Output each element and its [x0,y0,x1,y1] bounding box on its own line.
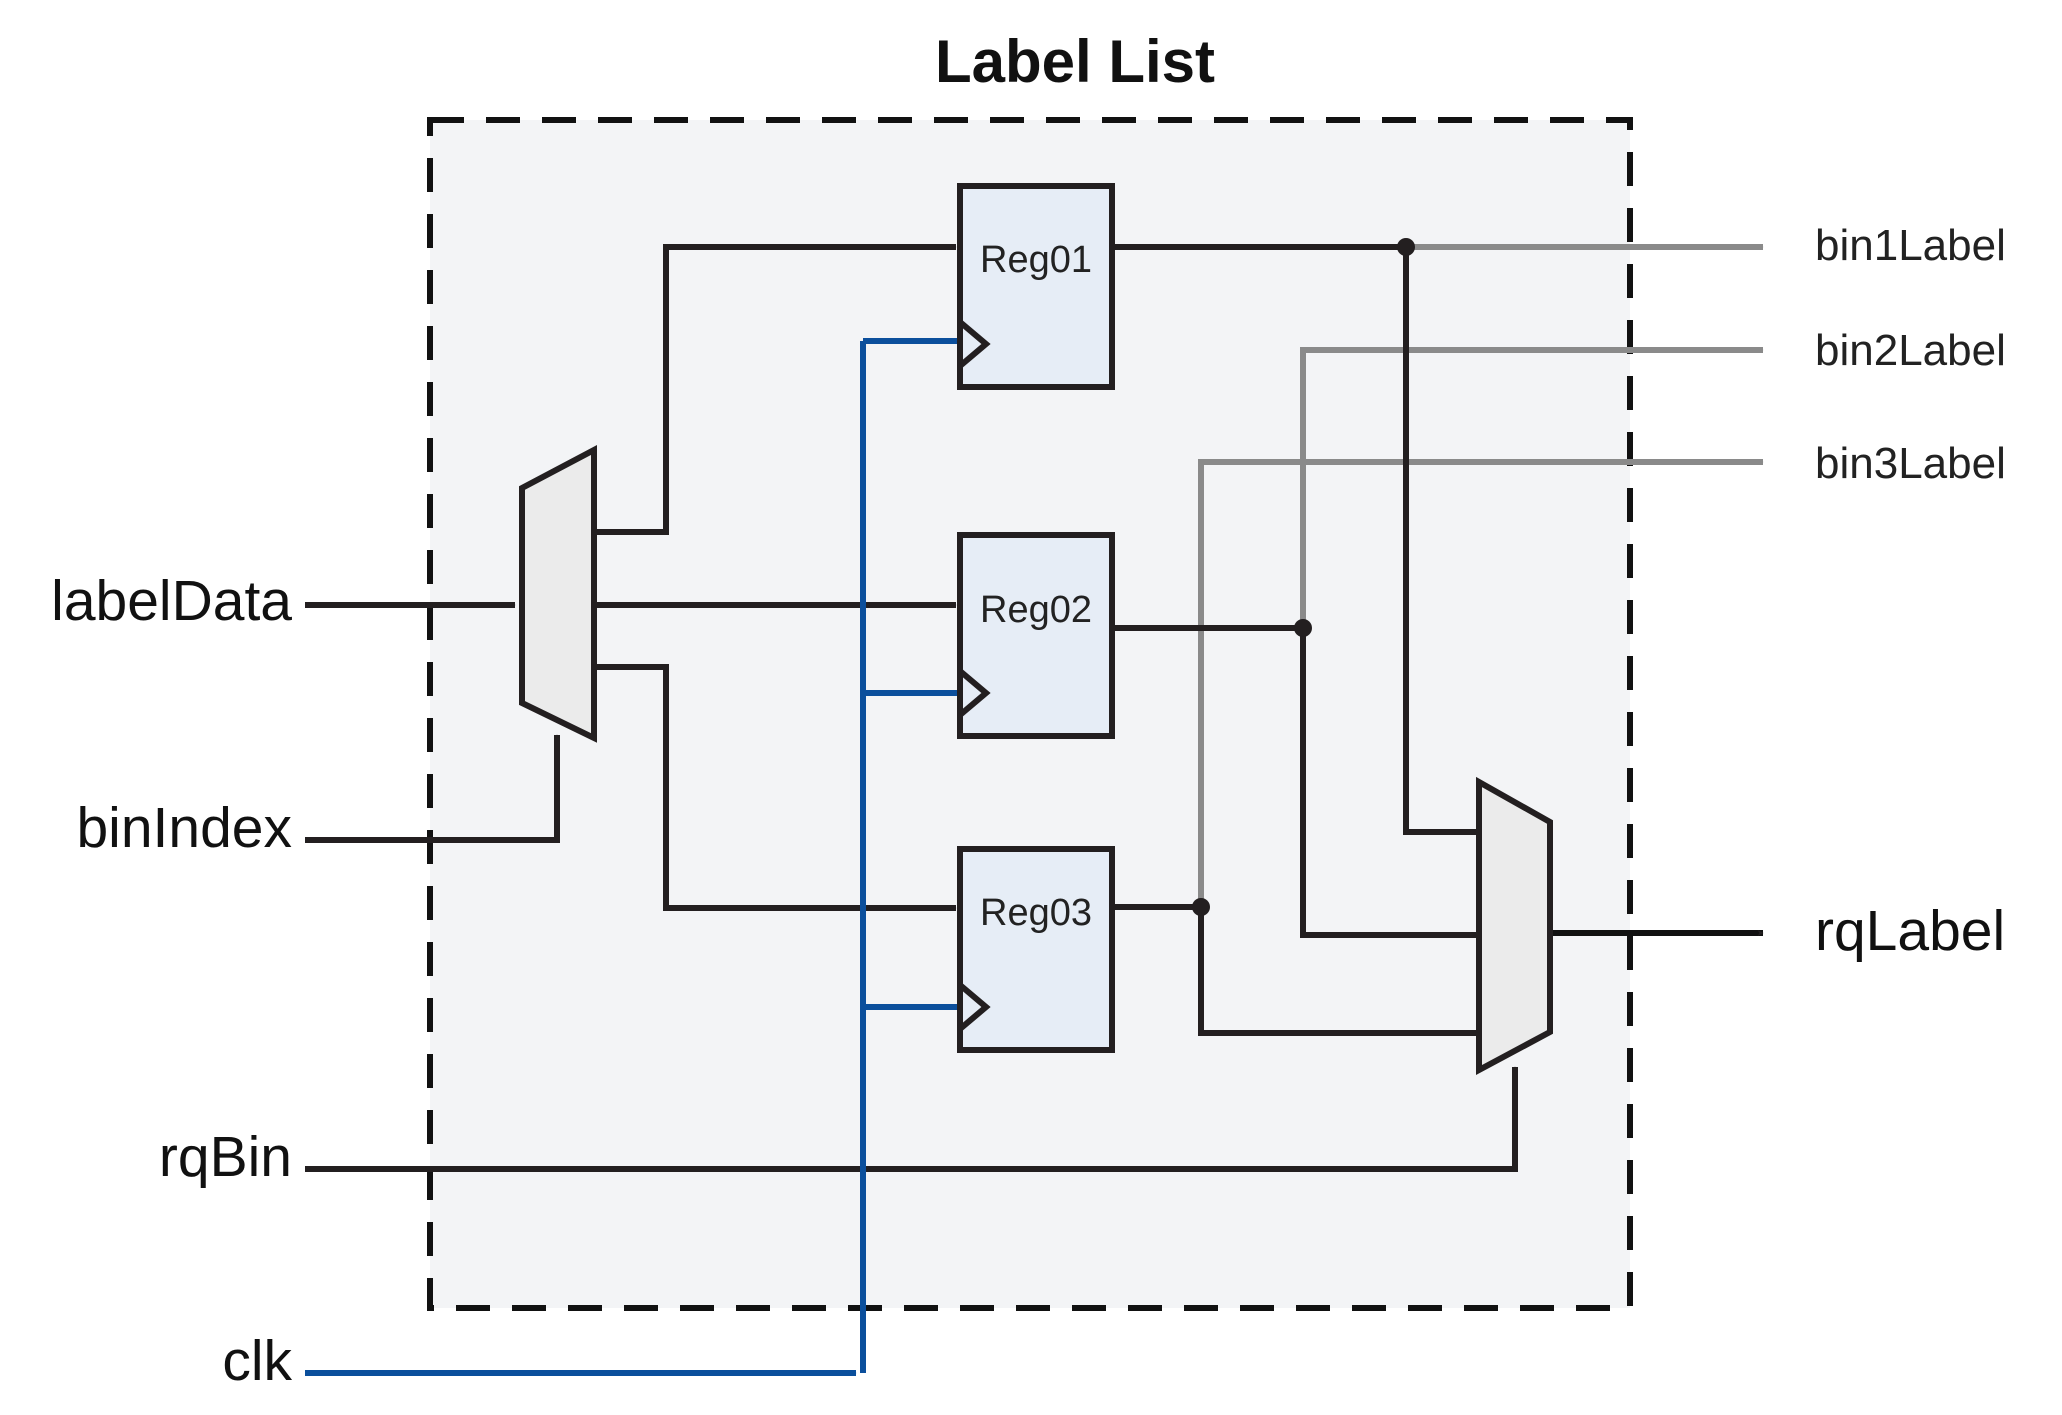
clk-input-label: clk [222,1329,292,1393]
demux-output-wires [594,244,957,911]
clock-network [305,338,960,1376]
output-mux [1476,776,1553,1076]
register-reg01: Reg01 [957,183,1115,390]
reg02-to-mux-wire [1300,628,1478,938]
reg01-to-mux-wire [1403,247,1478,835]
bin3-label-output-label: bin3Label [1815,439,2006,488]
reg02-clock-triangle-icon [958,668,991,718]
bin2-label-wire [1300,347,1764,628]
reg02-junction-dot [1294,619,1312,637]
bypass-wires [1198,244,1764,907]
reg01-clock-triangle-icon [958,319,991,369]
bin3-label-wire [1198,459,1764,907]
demux-to-reg01-wire [594,244,957,535]
register-reg02: Reg02 [957,532,1115,739]
reg03-box [957,846,1115,1053]
reg01-junction-dot [1397,238,1415,256]
bin-index-wire [305,734,560,843]
reg01-box [957,183,1115,390]
diagram-title: Label List [935,28,1215,95]
reg03-to-mux-wire [1198,907,1478,1036]
input-demux [519,445,597,743]
reg03-clock-triangle-icon [958,982,991,1032]
bin2-label-output-label: bin2Label [1815,326,2006,375]
bin1-label-output-label: bin1Label [1815,221,2006,270]
rq-bin-wire [305,1066,1518,1172]
reg03-label: Reg03 [980,892,1092,934]
reg03-junction-dot [1192,898,1210,916]
register-output-wires [1112,244,1764,1036]
reg02-box [957,532,1115,739]
register-reg03: Reg03 [957,846,1115,1053]
bin-index-input-label: binIndex [76,796,292,860]
reg01-label: Reg01 [980,239,1092,281]
junction-dots [1192,238,1415,916]
rq-label-output-label: rqLabel [1815,899,2005,963]
input-wires [305,602,1518,1172]
reg02-label: Reg02 [980,589,1092,631]
demux-to-reg03-wire [594,664,957,911]
rq-bin-input-label: rqBin [159,1125,292,1189]
label-data-input-label: labelData [51,569,292,633]
